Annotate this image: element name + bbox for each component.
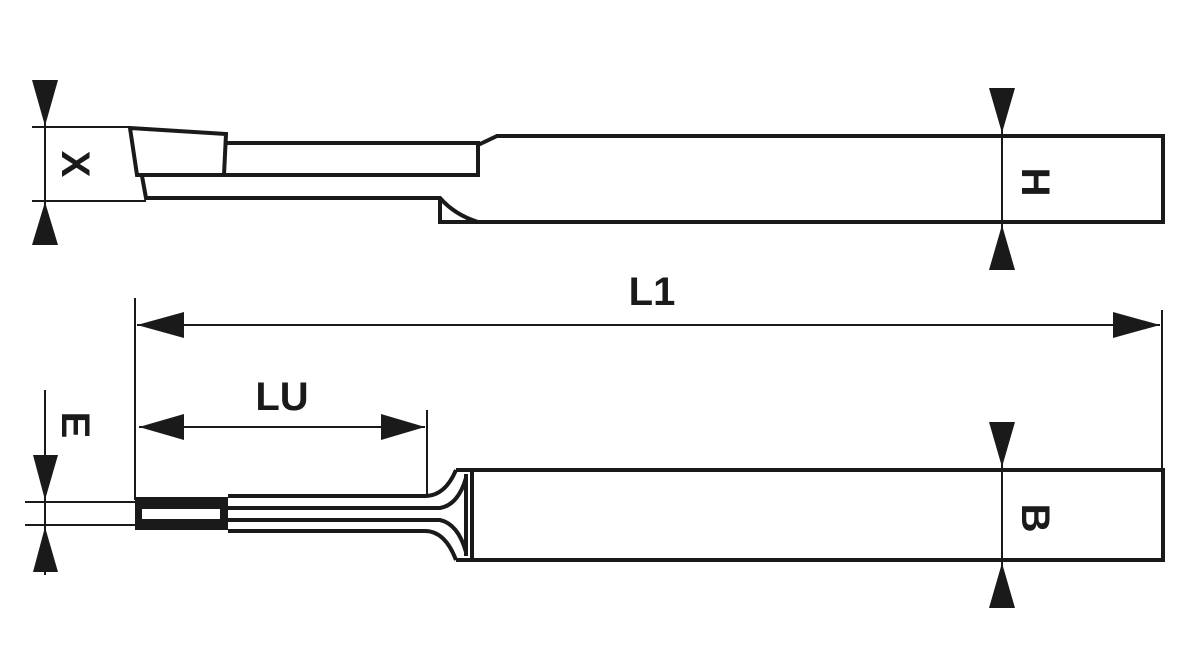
- top-view: [135, 468, 1165, 562]
- lu-arrow-right-icon: [381, 414, 425, 440]
- x-arrow-up-icon: [32, 202, 58, 245]
- l1-arrow-left-icon: [137, 312, 184, 338]
- h-dimension: H: [989, 88, 1057, 270]
- e-arrow-up-icon: [33, 527, 58, 572]
- side-body-lower: [140, 175, 479, 224]
- l1-arrow-right-icon: [1113, 312, 1160, 338]
- x-label: X: [53, 151, 97, 178]
- lu-label: LU: [255, 375, 308, 419]
- side-shank-outline: [438, 134, 1165, 224]
- e-label: E: [53, 412, 97, 439]
- e-arrow-down-icon: [33, 455, 58, 500]
- side-insert: [127, 125, 229, 177]
- top-neck-inner-lower: [228, 518, 468, 553]
- lu-arrow-left-icon: [139, 414, 184, 440]
- x-dimension: X: [32, 80, 146, 245]
- h-label: H: [1013, 168, 1057, 197]
- l1-dimension: L1: [134, 270, 1163, 500]
- h-arrow-down-icon: [989, 88, 1015, 133]
- e-dimension: E: [25, 390, 135, 575]
- top-neck-outer-upper: [228, 469, 458, 498]
- top-neck-inner-upper: [228, 477, 468, 510]
- side-view: [127, 125, 1165, 224]
- lu-dimension: LU: [139, 375, 428, 494]
- x-arrow-down-icon: [32, 80, 58, 126]
- b-arrow-down-icon: [989, 422, 1015, 467]
- h-arrow-up-icon: [989, 225, 1015, 270]
- b-arrow-up-icon: [989, 563, 1015, 608]
- top-insert-slot: [142, 509, 220, 519]
- top-neck-outer-lower: [228, 529, 458, 561]
- top-shank-outline: [456, 468, 1165, 562]
- b-label: B: [1013, 504, 1057, 533]
- side-neck-bar: [225, 141, 480, 177]
- l1-label: L1: [629, 270, 676, 314]
- b-dimension: B: [989, 422, 1057, 608]
